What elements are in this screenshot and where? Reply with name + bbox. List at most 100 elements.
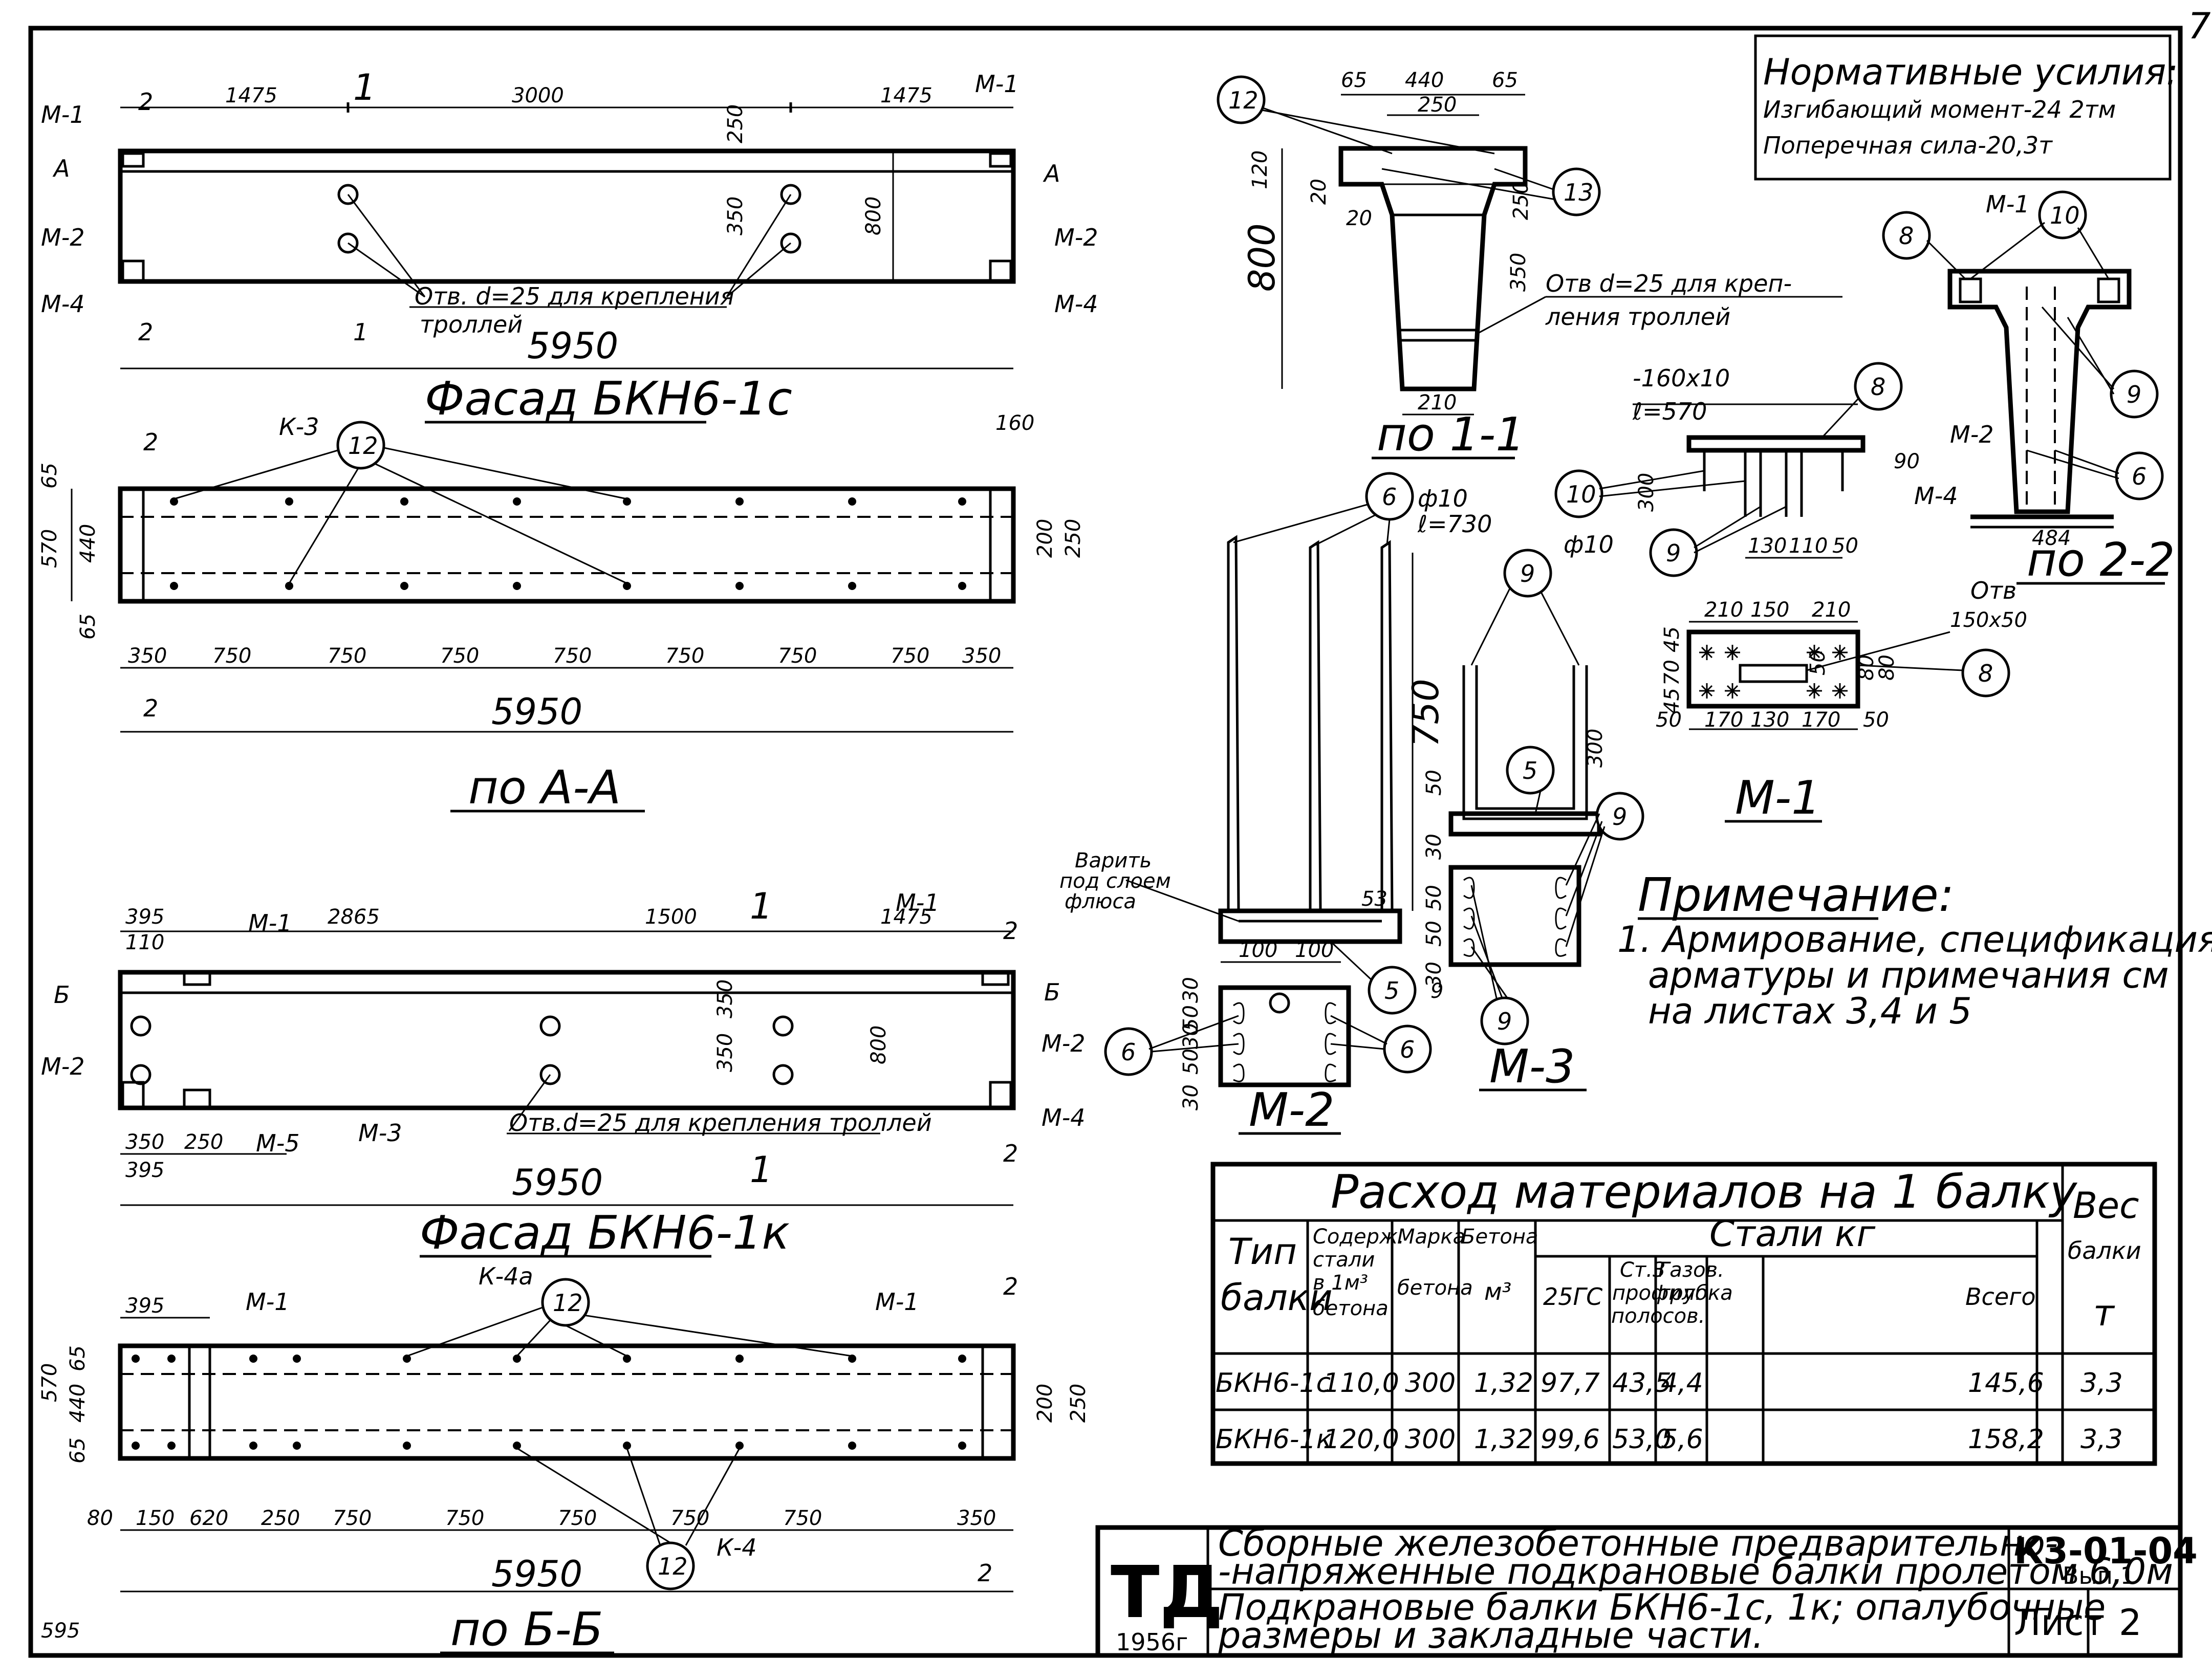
- s11-b210: 210: [1418, 391, 1457, 414]
- table-col-concrete-1: Бетона: [1461, 1225, 1538, 1249]
- fc-dim-1: 1475: [225, 84, 277, 107]
- s22-b484: 484: [2032, 527, 2071, 550]
- bb-k4a: К-4а: [479, 1262, 533, 1290]
- title-line-4: размеры и закладные части.: [1218, 1614, 1764, 1656]
- fk-m2-right: М-2: [1042, 1030, 1086, 1057]
- plan-outline: [118, 486, 1016, 604]
- m3-marker-9-top: 9: [1520, 560, 1535, 587]
- m1-side-marker-9: 9: [1666, 539, 1681, 567]
- title-line-1: Сборные железобетонные предварительно-: [1218, 1522, 2058, 1564]
- loads-shear: Поперечная сила-20,3т: [1763, 132, 2053, 159]
- m3-l50b: 50: [1422, 885, 1446, 911]
- fc-h-800: 800: [862, 197, 885, 235]
- title-year: 1956г: [1116, 1628, 1188, 1656]
- bb-k4: К-4: [717, 1534, 757, 1561]
- fk-cut1-bot: 1: [750, 1149, 773, 1191]
- section-aa-view: 350 750 750 750 750 750 750 750 350 5950…: [38, 411, 1085, 815]
- m1-plan-marker-8: 8: [1978, 660, 1993, 687]
- row2-steel: 120,0: [1323, 1424, 1399, 1455]
- table-col-concrete-2: м³: [1484, 1278, 1511, 1305]
- loads-box: Нормативные усилия: Изгибающий момент-24…: [1754, 34, 2178, 181]
- m1-side-d110: 110: [1789, 534, 1828, 558]
- m1-side-d130: 130: [1748, 534, 1787, 558]
- table-col-steel-3: в 1м³: [1313, 1271, 1368, 1295]
- table-row: БКН6-1к 120,0 300 1,32 99,6 53,0 5,6 158…: [1216, 1424, 2123, 1455]
- table-col-st3-2: профил.: [1612, 1281, 1702, 1305]
- fc-a-left: А: [52, 155, 70, 182]
- bb-d750e: 750: [783, 1507, 822, 1530]
- facade-c-title: Фасад БКН6-1с: [425, 372, 792, 426]
- aa-r200: 200: [1033, 519, 1057, 558]
- aa-cut2-top: 2: [143, 428, 158, 456]
- table-col-total: Всего: [1965, 1283, 2035, 1311]
- table-steel-group: Стали кг: [1709, 1213, 1876, 1255]
- bb-l570: 570: [38, 1363, 61, 1402]
- fc-m2-right: М-2: [1054, 224, 1098, 251]
- aa-marker-12: 12: [348, 432, 378, 460]
- fc-m1-left: М-1: [41, 101, 85, 128]
- bb-marker-12-bot: 12: [658, 1553, 688, 1580]
- bb-m1-left: М-1: [246, 1288, 290, 1316]
- plate-m1-side-view: -160x10 ℓ=570 8 10 9 ф10 300 90 130 110 …: [1554, 362, 1920, 577]
- section-11-outline: [1338, 146, 1528, 391]
- fc-dim-2: 3000: [512, 84, 564, 107]
- note-block: Примечание: 1. Армирование, спецификация…: [1617, 868, 2212, 1032]
- fc-cut2-top: 2: [138, 88, 153, 116]
- plate-m1-title: М-1: [1735, 771, 1820, 825]
- row2-grade: 300: [1405, 1424, 1456, 1455]
- m1-side-plate-length: ℓ=570: [1632, 398, 1707, 425]
- table-col-steel-4: бетона: [1313, 1297, 1389, 1320]
- bb-d250: 250: [261, 1507, 300, 1530]
- m2-l30a: 30: [1179, 977, 1203, 1003]
- plate-m3-view: 300 50 30 50 50 30 9 9 5 9 9 М-3: [1422, 549, 1644, 1094]
- row1-concrete: 1,32: [1474, 1368, 1533, 1399]
- table-col-type-2: балки: [1221, 1277, 1333, 1319]
- s11-marker-12: 12: [1228, 86, 1259, 114]
- aa-r160: 160: [995, 411, 1034, 435]
- table-weight-unit: т: [2093, 1292, 2115, 1334]
- s22-marker-10: 10: [2050, 202, 2080, 229]
- m2-l50a: 50: [1179, 1005, 1203, 1031]
- row1-grade: 300: [1405, 1368, 1456, 1399]
- bb-d750c: 750: [558, 1507, 597, 1530]
- m2-marker-6-left: 6: [1121, 1038, 1136, 1066]
- bb-d750b: 750: [445, 1507, 484, 1530]
- bb-total: 5950: [491, 1553, 582, 1595]
- plan-outline-b: [118, 1343, 1016, 1461]
- table-col-st3-1: Ст.3: [1620, 1258, 1665, 1282]
- s11-hole-note-2: ления троллей: [1545, 303, 1730, 331]
- fk-h350b: 350: [713, 1033, 737, 1072]
- aa-d3: 750: [328, 644, 366, 668]
- aa-d7: 750: [778, 644, 817, 668]
- m3-l50a: 50: [1422, 770, 1446, 796]
- m1-plan-r80a: 80: [1855, 654, 1878, 681]
- m1-plan-t210a: 210: [1704, 598, 1743, 622]
- s11-t65b: 65: [1492, 69, 1518, 92]
- bb-marker-12-top: 12: [553, 1289, 583, 1317]
- fk-h350a: 350: [713, 979, 737, 1018]
- row2-type: БКН6-1к: [1216, 1424, 1333, 1455]
- fk-b395: 395: [125, 1159, 164, 1182]
- fk-m3: М-3: [358, 1119, 402, 1147]
- fk-total: 5950: [512, 1162, 603, 1204]
- bb-r200: 200: [1033, 1384, 1057, 1423]
- title-issue: Вып.1: [2063, 1562, 2135, 1589]
- bar6-length: ℓ=730: [1417, 510, 1492, 538]
- s11-t440: 440: [1405, 69, 1444, 92]
- section-bb-view: 395 80 150 620 250 750 750 750 750 750 3…: [38, 1262, 1090, 1656]
- m1-plan-hole-2: 150x50: [1950, 608, 2027, 632]
- section-22-view: М-1 10 8 9 6 М-2 М-4 484 по 2-2: [1882, 190, 2175, 587]
- row2-weight: 3,3: [2080, 1424, 2123, 1455]
- fc-hole-note-2: троллей: [420, 311, 523, 338]
- m3-marker-9-bot: 9: [1497, 1008, 1512, 1035]
- bb-d620: 620: [189, 1507, 228, 1530]
- fc-a-right: А: [1043, 160, 1060, 187]
- bb-t395: 395: [125, 1294, 164, 1318]
- table-row: БКН6-1с 110,0 300 1,32 97,7 43,5 4,4 145…: [1216, 1368, 2123, 1399]
- fc-h-350: 350: [724, 197, 747, 235]
- s11-r350: 350: [1507, 253, 1530, 292]
- fc-cut1-top: 1: [353, 67, 376, 108]
- beam-outline-k: [118, 970, 1016, 1110]
- bb-d150: 150: [136, 1507, 175, 1530]
- section-aa-title: по А-А: [468, 761, 621, 815]
